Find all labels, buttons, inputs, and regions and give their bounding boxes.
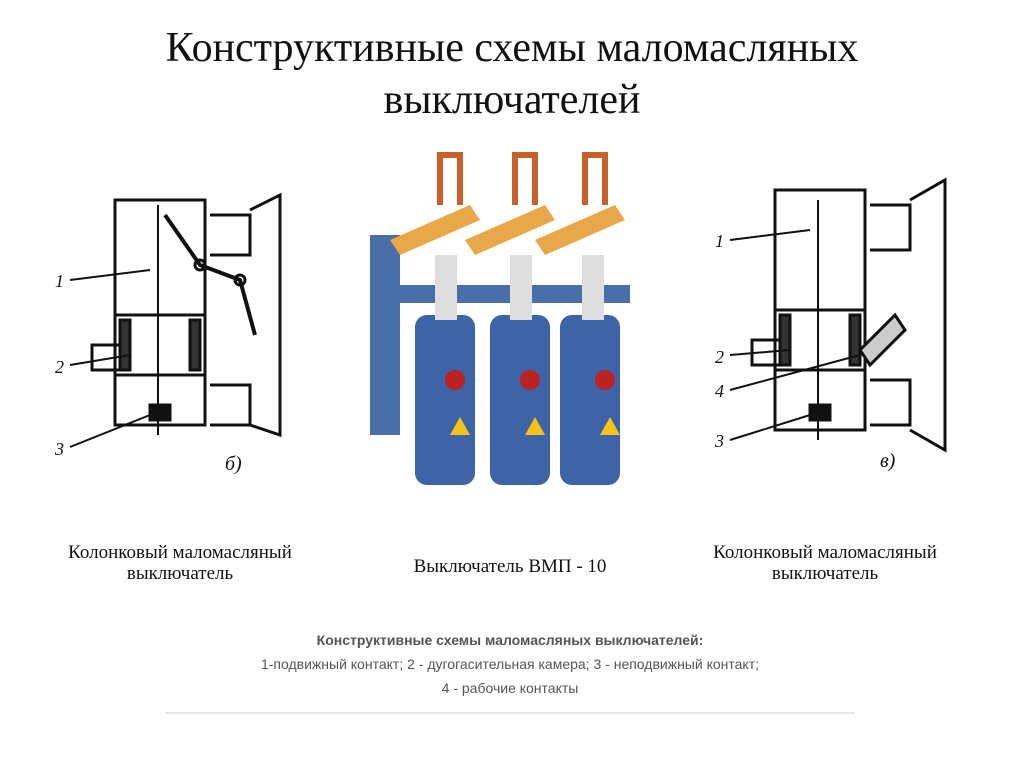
center-caption: Выключатель ВМП - 10 [413,556,607,577]
pole-1 [390,152,480,485]
figure-label: б) [225,453,242,475]
note-line-1: 1-подвижный контакт; 2 - дугогасительная… [260,656,760,672]
pole-3 [535,152,625,485]
caption-line-2: выключатель [771,563,879,584]
slide-title: Конструктивные схемы маломасляных выключ… [0,22,1024,126]
pole-2 [465,152,555,485]
label-1: 1 [55,271,64,291]
label-1: 1 [715,231,724,251]
note-line-2: 4 - рабочие контакты [441,680,579,696]
title-line-1: Конструктивные схемы маломасляных [165,25,859,71]
caption-line-1: Колонковый маломасляный [68,542,292,563]
left-schematic: 1 2 3 б) [54,192,282,475]
vmp-10-breaker-image [370,152,630,485]
label-2: 2 [715,347,724,367]
title-line-2: выключателей [383,77,641,123]
caption-line-1: Колонковый маломасляный [713,542,937,563]
legend-note: Конструктивные схемы маломасляных выключ… [165,628,855,714]
label-3: 3 [54,439,64,459]
label-3: 3 [714,431,724,451]
right-caption: Колонковый маломасляный выключатель [675,542,975,584]
left-caption: Колонковый маломасляный выключатель [30,542,330,584]
right-schematic: 1 2 4 3 в) [714,177,947,472]
note-heading: Конструктивные схемы маломасляных выключ… [316,632,704,648]
figure-label: в) [880,450,896,472]
caption-line-2: выключатель [126,563,234,584]
label-2: 2 [55,357,64,377]
label-4: 4 [715,381,724,401]
